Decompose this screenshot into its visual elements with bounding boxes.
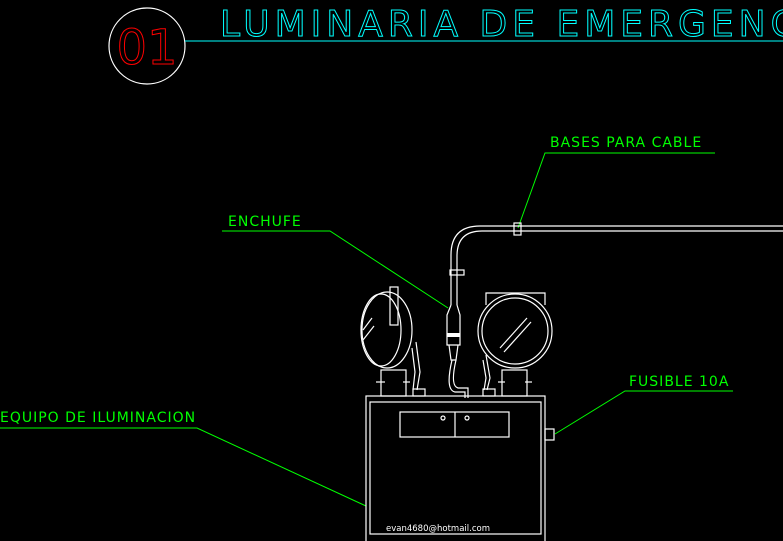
fuse [544,428,555,441]
left-lamp [360,286,426,397]
leader-fusible [554,390,733,435]
indicator-light [464,415,470,421]
title-number: 01 [116,20,177,76]
label-enchufe: ENCHUFE [228,214,302,230]
cable-base-clip [449,269,465,276]
title-circle [108,7,186,85]
leader-equipo [0,427,367,507]
label-fusible: FUSIBLE 10A [629,374,729,390]
label-bases-para-cable: BASES PARA CABLE [550,135,702,151]
cable-base-clip [513,222,522,236]
leader-bases [517,152,715,229]
label-equipo: EQUIPO DE ILUMINACION [0,410,196,426]
page-title: LUMINARIA DE EMERGENCIA [220,4,783,45]
email-text: evan4680@hotmail.com [386,524,490,534]
plug [446,304,469,398]
indicator-light [440,415,446,421]
equipment-box: evan4680@hotmail.com [365,395,555,541]
right-lamp [477,292,553,397]
cable [449,222,783,305]
leader-enchufe [222,230,449,309]
